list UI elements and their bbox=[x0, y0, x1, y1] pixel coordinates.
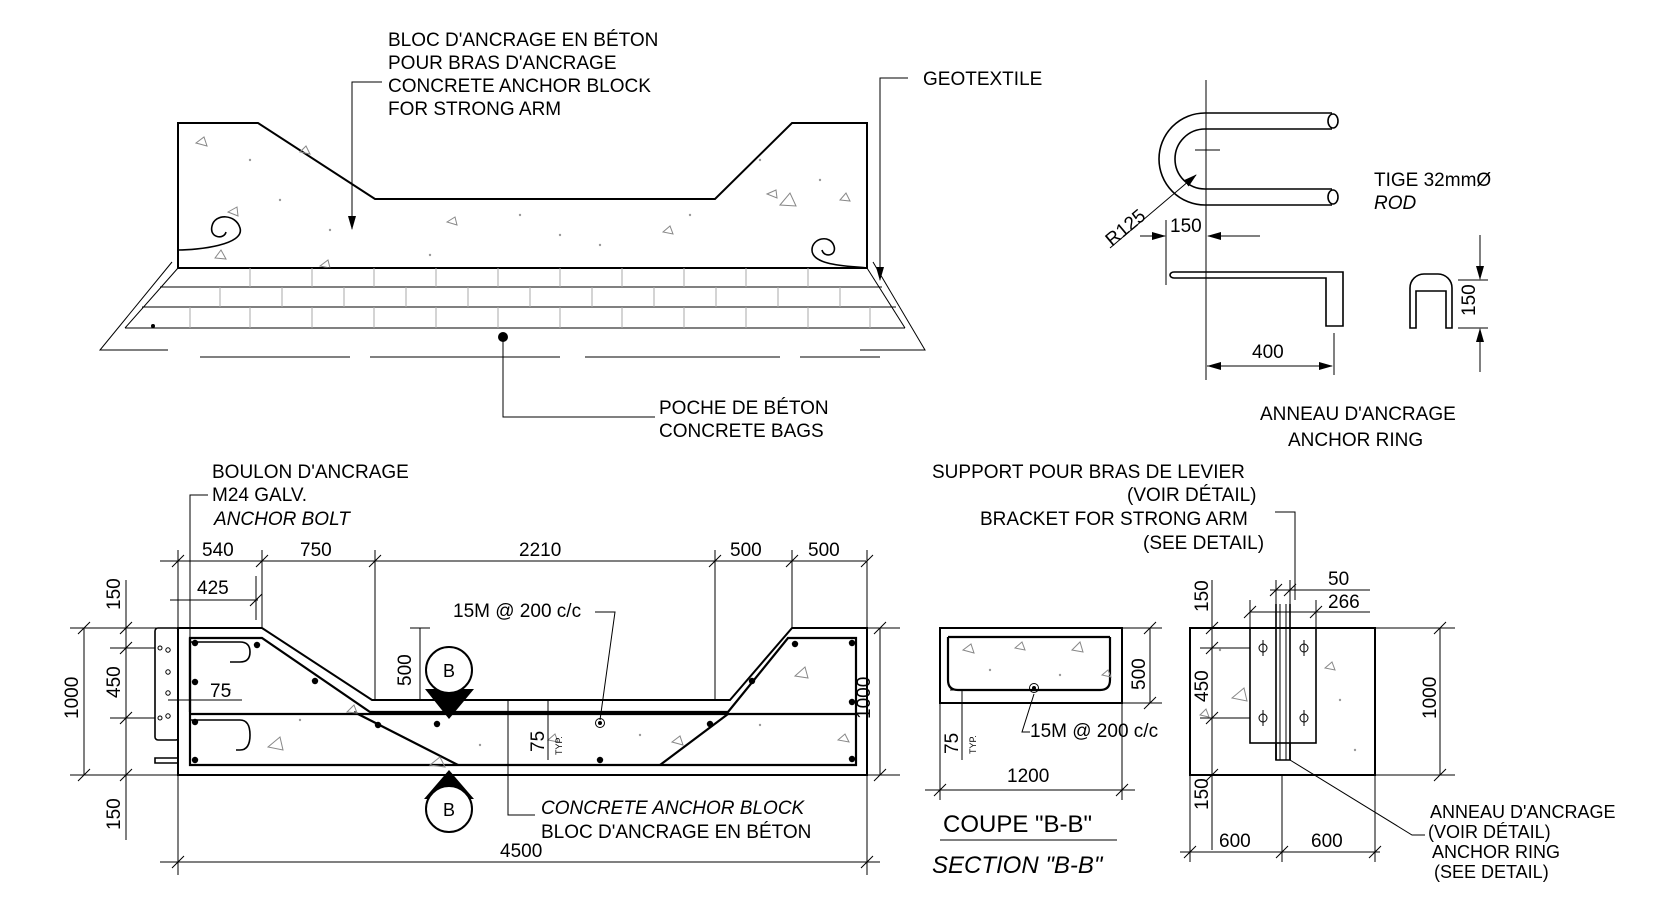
dim-2210: 2210 bbox=[519, 540, 561, 561]
end-dim-1000: 1000 bbox=[1420, 677, 1441, 719]
bolt-label-line-2: M24 GALV. bbox=[212, 485, 307, 506]
elevation-view: BLOC D'ANCRAGE EN BÉTON POUR BRAS D'ANCR… bbox=[98, 30, 1042, 442]
section-typ: TYP. bbox=[968, 735, 978, 754]
u-rod-side-view bbox=[1174, 271, 1344, 327]
ring-label-line-4: (SEE DETAIL) bbox=[1434, 862, 1549, 882]
dim-540: 540 bbox=[202, 540, 234, 561]
concrete-texture bbox=[194, 136, 851, 269]
bracket-label-line-4: (SEE DETAIL) bbox=[1143, 533, 1264, 554]
end-view-outline bbox=[1189, 627, 1376, 776]
section-marker-top: B bbox=[425, 646, 474, 719]
dim-75-mid: 75 bbox=[528, 731, 549, 752]
typ-mid: TYP. bbox=[554, 736, 564, 755]
bolt-label-line-1: BOULON D'ANCRAGE bbox=[212, 462, 409, 483]
bags-label-line-2: CONCRETE BAGS bbox=[659, 421, 824, 442]
bolt-label-en: ANCHOR BOLT bbox=[213, 509, 351, 530]
u-rod-end-view bbox=[1409, 273, 1453, 329]
bracket-plate bbox=[1249, 627, 1317, 744]
rod-label: TIGE 32mmØ bbox=[1374, 170, 1491, 191]
dim-500-inner: 500 bbox=[395, 654, 416, 686]
dim-1000-right: 1000 bbox=[854, 677, 875, 719]
svg-text:B: B bbox=[443, 661, 455, 681]
bolt-holes bbox=[165, 647, 171, 719]
dim-75-left: 75 bbox=[210, 681, 231, 702]
left-dimensions: 1000 150 450 150 bbox=[62, 578, 178, 840]
end-dim-600-b: 600 bbox=[1311, 831, 1343, 852]
concrete-bags bbox=[124, 267, 906, 329]
end-dim-50: 50 bbox=[1328, 569, 1349, 590]
bags-label-line-1: POCHE DE BÉTON bbox=[659, 398, 829, 419]
block-label-plan-fr: BLOC D'ANCRAGE EN BÉTON bbox=[541, 822, 811, 843]
block-label-line-4: FOR STRONG ARM bbox=[388, 99, 561, 120]
end-dim-266: 266 bbox=[1328, 592, 1360, 613]
anchor-ring-title-fr: ANNEAU D'ANCRAGE bbox=[1260, 404, 1456, 425]
dim-750: 750 bbox=[300, 540, 332, 561]
dim-1000-left: 1000 bbox=[62, 677, 83, 719]
plan-view: B B 540 750 2210 500 500 425 75 500 75 bbox=[62, 462, 900, 875]
anchor-ring-title-en: ANCHOR RING bbox=[1288, 430, 1423, 451]
ring-label-line-3: ANCHOR RING bbox=[1432, 842, 1560, 862]
section-marker-bottom: B bbox=[424, 770, 474, 833]
section-dim-1200: 1200 bbox=[1007, 766, 1049, 787]
end-dim-450: 450 bbox=[1192, 670, 1213, 702]
bracket-label-line-2: (VOIR DÉTAIL) bbox=[1127, 485, 1257, 506]
block-label-line-2: POUR BRAS D'ANCRAGE bbox=[388, 53, 617, 74]
bracket-label-line-1: SUPPORT POUR BRAS DE LEVIER bbox=[932, 462, 1245, 483]
ring-label-line-1: ANNEAU D'ANCRAGE bbox=[1430, 802, 1615, 822]
concrete-texture-plan bbox=[228, 666, 850, 768]
anchor-ring-left-icon bbox=[177, 216, 241, 251]
section-title-en: SECTION "B-B" bbox=[932, 852, 1104, 879]
end-dim-150-bottom: 150 bbox=[1192, 778, 1213, 810]
ring-label-line-2: (VOIR DÉTAIL) bbox=[1428, 822, 1551, 842]
anchor-ring-detail: R125 150 400 150 TIGE 32mmØ ROD ANNEAU D… bbox=[1102, 80, 1491, 451]
end-dim-150-top: 150 bbox=[1192, 580, 1213, 612]
u-rod-top-view bbox=[1158, 112, 1332, 206]
section-dim-75: 75 bbox=[942, 733, 963, 754]
block-leader bbox=[348, 81, 382, 230]
dim-150-top: 150 bbox=[1170, 216, 1202, 237]
anchor-ring-right-icon bbox=[811, 238, 868, 269]
block-label-line-3: CONCRETE ANCHOR BLOCK bbox=[388, 76, 651, 97]
dim-400: 400 bbox=[1252, 342, 1284, 363]
geotextile-label: GEOTEXTILE bbox=[923, 69, 1042, 90]
bracket-label-line-3: BRACKET FOR STRONG ARM bbox=[980, 509, 1248, 530]
rod-label-en: ROD bbox=[1374, 193, 1417, 214]
dim-500-a: 500 bbox=[730, 540, 762, 561]
radius-label: R125 bbox=[1102, 206, 1150, 251]
bags-leader bbox=[502, 337, 655, 418]
section-bb: 500 75 TYP. 15M @ 200 c/c 1200 COUPE "B-… bbox=[925, 621, 1162, 879]
dim-500-b: 500 bbox=[808, 540, 840, 561]
geotextile-line bbox=[98, 261, 926, 358]
rebar bbox=[154, 636, 858, 767]
end-dim-600-a: 600 bbox=[1219, 831, 1251, 852]
section-dim-500: 500 bbox=[1129, 658, 1150, 690]
block-label-plan-en: CONCRETE ANCHOR BLOCK bbox=[541, 798, 806, 819]
dim-450-left: 450 bbox=[104, 666, 125, 698]
top-dimension-chain: 540 750 2210 500 500 bbox=[160, 540, 874, 700]
dim-150-left-bottom: 150 bbox=[104, 798, 125, 830]
dim-4500: 4500 bbox=[500, 841, 542, 862]
dim-150-left-top: 150 bbox=[104, 578, 125, 610]
block-label-line-1: BLOC D'ANCRAGE EN BÉTON bbox=[388, 30, 658, 51]
dim-150-side: 150 bbox=[1459, 284, 1480, 316]
geotextile-leader bbox=[876, 77, 908, 281]
anchor-bolt-plate bbox=[154, 627, 180, 741]
end-view: 50 266 150 450 150 1000 600 600 SUPPORT … bbox=[932, 462, 1615, 882]
end-view-texture bbox=[1199, 648, 1357, 752]
section-rebar-label: 15M @ 200 c/c bbox=[1030, 721, 1158, 742]
section-bb-texture bbox=[961, 641, 1112, 678]
svg-text:B: B bbox=[443, 800, 455, 820]
rebar-label-plan: 15M @ 200 c/c bbox=[453, 601, 581, 622]
dim-425: 425 bbox=[197, 578, 229, 599]
anchor-block-elevation bbox=[177, 122, 868, 269]
section-title-fr: COUPE "B-B" bbox=[943, 811, 1092, 838]
